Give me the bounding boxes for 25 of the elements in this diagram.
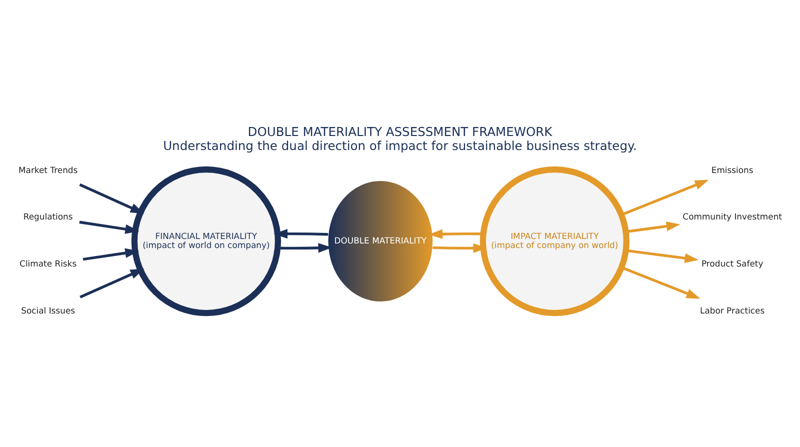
node-text: Product Safety	[701, 258, 764, 268]
node-text: Social Issues	[21, 304, 76, 315]
arrow	[621, 266, 700, 298]
arrow	[621, 179, 709, 216]
node-text: Market Trends	[18, 164, 78, 174]
arrow	[626, 248, 699, 262]
arrow	[82, 248, 140, 260]
node-text: Labor Practices	[700, 304, 765, 315]
node-text: Climate Risks	[20, 258, 77, 268]
caption: Understanding the dual direction of impact for sustainable business strategy.	[163, 138, 637, 152]
node-text: Community Investment	[682, 211, 782, 222]
arrow	[278, 242, 332, 252]
node-ellipse: DOUBLE MATERIALITY	[327, 180, 434, 302]
arrow	[432, 242, 488, 253]
node-circle: IMPACT MATERIALITY (impact of company on world)	[480, 166, 630, 316]
arrow	[79, 220, 140, 234]
arrow	[80, 268, 144, 298]
arrow	[626, 220, 680, 233]
diagram-title: DOUBLE MATERIALITY ASSESSMENT FRAMEWORK	[248, 124, 552, 138]
arrow	[274, 228, 328, 238]
arrow	[428, 228, 484, 238]
node-text: Regulations	[23, 211, 73, 222]
arrow	[79, 182, 144, 214]
node-text: Emissions	[711, 164, 754, 174]
node-circle: FINANCIAL MATERIALITY (impact of world on company)	[131, 166, 282, 316]
